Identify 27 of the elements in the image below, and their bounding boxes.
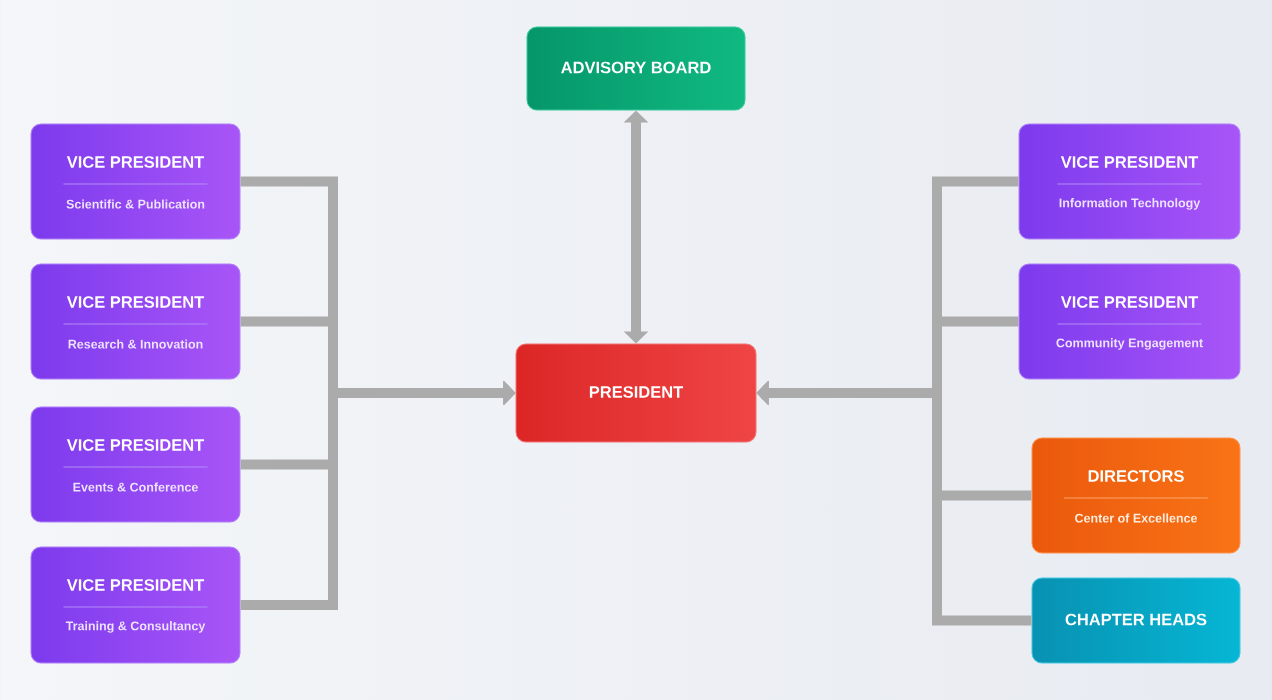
role-subtitle: Center of Excellence: [1075, 513, 1198, 523]
role-box: [1018, 123, 1241, 240]
role-subtitle: Training & Consultancy: [65, 621, 206, 633]
role-title: VICE PRESIDENT: [66, 439, 205, 451]
role-title: PRESIDENT: [589, 386, 684, 398]
role-subtitle: Information Technology: [1059, 198, 1201, 210]
role-box: [1018, 263, 1241, 380]
role-subtitle: Community Engagement: [1056, 338, 1203, 350]
role-box: [30, 263, 241, 380]
role-title: VICE PRESIDENT: [66, 156, 205, 168]
role-subtitle: Scientific & Publication: [66, 199, 205, 209]
role-title: DIRECTORS: [1088, 470, 1184, 482]
role-title: VICE PRESIDENT: [1060, 156, 1199, 168]
role-box: [1031, 577, 1241, 664]
role-title: ADVISORY BOARD: [561, 61, 711, 74]
role-box: [526, 26, 746, 111]
role-box: [30, 406, 241, 523]
role-box: [515, 343, 757, 443]
role-box: [1031, 437, 1241, 554]
role-subtitle: Events & Conference: [73, 482, 198, 492]
role-subtitle: Research & Innovation: [68, 339, 203, 349]
role-box: [30, 546, 241, 664]
role-title: VICE PRESIDENT: [66, 296, 205, 308]
role-box: [30, 123, 241, 240]
role-title: VICE PRESIDENT: [1060, 296, 1199, 308]
role-title: VICE PRESIDENT: [66, 579, 205, 591]
role-title: CHAPTER HEADS: [1065, 613, 1207, 626]
